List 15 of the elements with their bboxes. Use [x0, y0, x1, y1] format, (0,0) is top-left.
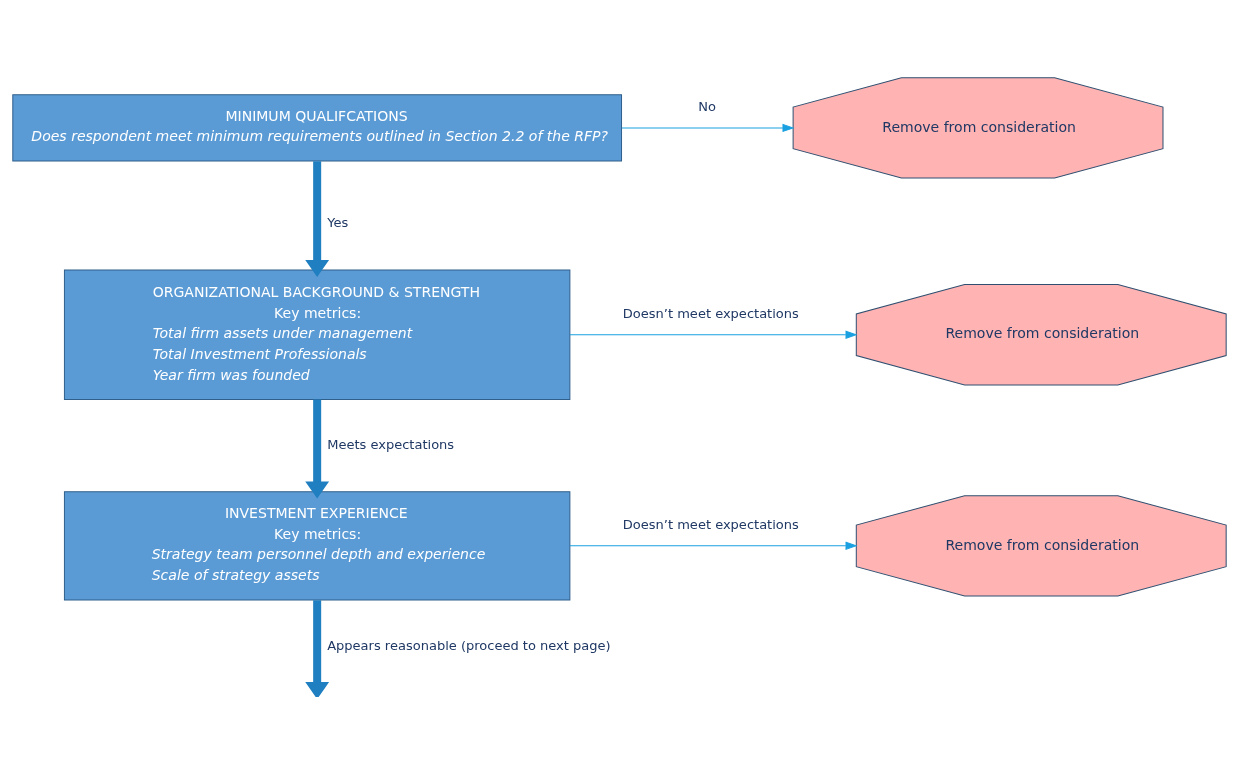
edge-label: Appears reasonable (proceed to next page) [327, 637, 611, 653]
edge-label: Doesn’t meet expectations [622, 305, 799, 321]
arrow [305, 599, 330, 697]
arrow [621, 123, 794, 132]
node-box: MINIMUM QUALIFCATIONS Does respondent meet minimum requirements outlined in Section 2.2 of the RFP? [12, 93, 623, 161]
arrow [305, 399, 330, 499]
arrow [305, 160, 330, 277]
node-box: INVESTMENT EXPERIENCE Key metrics: Strategy team personnel depth and experience Scale of strategy assets [63, 490, 571, 600]
node-box: ORGANIZATIONAL BACKGROUND & STRENGTH Key metrics: Total firm assets under management Total Investment Professionals Year firm was founded [63, 269, 571, 400]
arrow [569, 541, 857, 550]
arrow [569, 330, 857, 339]
edge-label: No [698, 98, 716, 114]
edge-label: Yes [327, 214, 349, 230]
edge-label: Meets expectations [327, 436, 455, 452]
edge-label: Doesn’t meet expectations [622, 516, 799, 532]
